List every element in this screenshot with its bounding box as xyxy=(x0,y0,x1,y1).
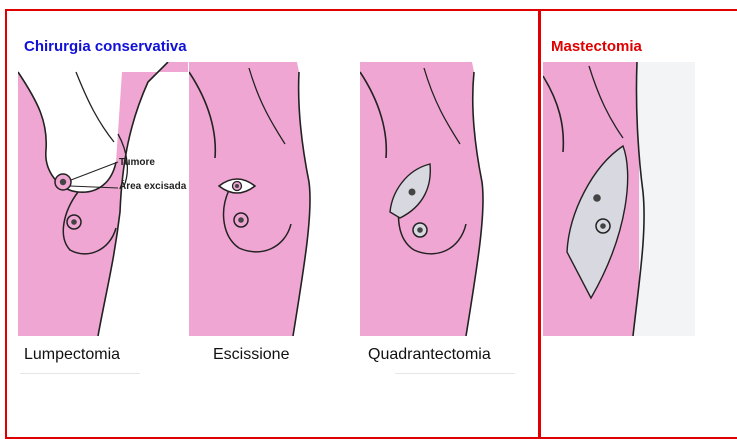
excision-illustration xyxy=(189,62,359,336)
mastectomy-heading: Mastectomia xyxy=(543,32,695,62)
conservative-surgery-heading: Chirurgia conservativa xyxy=(18,32,528,62)
excised-area-annotation: Área excisada xyxy=(119,179,187,192)
scan-artifact-line xyxy=(395,373,515,374)
mastectomy-illustration xyxy=(543,62,695,336)
tumor-annotation: Tumore xyxy=(119,157,155,168)
quadrantectomy-caption: Quadrantectomia xyxy=(360,340,530,370)
quadrantectomy-illustration xyxy=(360,62,530,336)
lumpectomy-illustration: Tumore Área excisada xyxy=(18,62,188,336)
lumpectomy-caption: Lumpectomia xyxy=(18,340,188,370)
mastectomy-caption xyxy=(543,340,695,370)
excision-caption: Escissione xyxy=(189,340,359,370)
scan-artifact-line xyxy=(20,373,140,374)
